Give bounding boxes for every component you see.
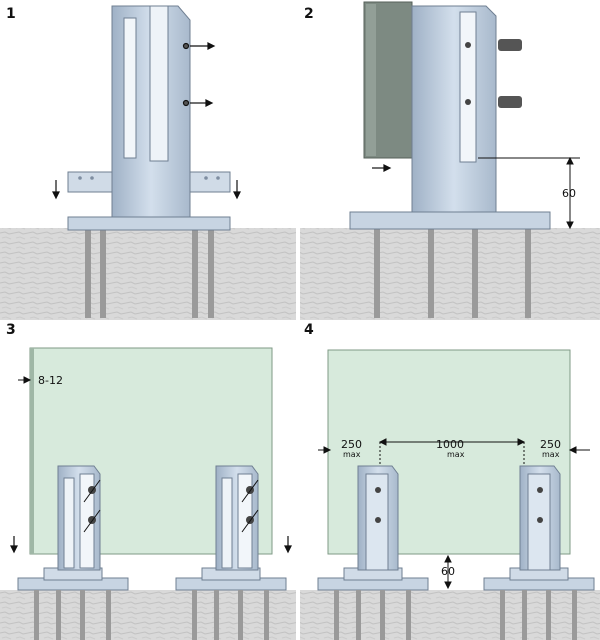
clamp-slot-left-1 (123, 17, 137, 159)
ground-1 (0, 228, 296, 320)
span-value-4: 1000 (436, 438, 464, 451)
height-dimension-4 (444, 554, 452, 590)
height-label-4: 60 (441, 565, 455, 578)
span-unit-4: max (447, 450, 465, 459)
ground-2 (300, 228, 600, 320)
gap-label-3: 8-12 (38, 374, 63, 387)
clamp-body-2 (411, 5, 497, 213)
clamp-slot-1 (149, 5, 169, 162)
cover-plate-holes-1 (78, 176, 220, 180)
base-plate-1 (67, 216, 231, 231)
step-label-3: 3 (6, 322, 16, 338)
ground-4 (300, 590, 600, 640)
ground-3 (0, 590, 296, 640)
set-screw-arrows-1 (182, 42, 216, 107)
panel-4: 4 250 max 1000 max 250 max (300, 322, 600, 640)
clamp-right-4 (483, 465, 595, 591)
right-edge-unit-4: max (542, 450, 560, 459)
panel-3: 3 8-12 (0, 322, 296, 640)
clamp-left-4 (317, 465, 429, 591)
set-screws-2 (465, 39, 522, 108)
right-edge-value-4: 250 (540, 438, 561, 451)
step-label-1: 1 (6, 6, 16, 22)
panel-1: 1 (0, 5, 296, 320)
height-dimension-2 (478, 156, 580, 230)
anchor-bolts-2 (374, 228, 531, 318)
step-label-2: 2 (304, 6, 314, 22)
clamp-left-3 (17, 465, 129, 591)
anchor-bolts-4 (334, 590, 577, 640)
anchor-bolts-1 (85, 228, 214, 318)
base-plate-2 (349, 211, 551, 230)
span-dimensions-4 (318, 438, 590, 470)
left-edge-unit-4: max (343, 450, 361, 459)
down-arrows-3 (10, 536, 292, 554)
down-arrows-1 (52, 180, 241, 200)
push-arrow-2 (372, 164, 392, 172)
left-edge-value-4: 250 (341, 438, 362, 451)
height-label-2: 60 (562, 187, 576, 200)
clamp-right-3 (175, 465, 287, 591)
gap-arrow-3 (18, 376, 32, 384)
anchor-bolts-3 (34, 590, 269, 640)
clamp-slot-2 (459, 11, 477, 163)
step-label-4: 4 (304, 322, 314, 338)
panel-2: 2 (300, 1, 600, 320)
